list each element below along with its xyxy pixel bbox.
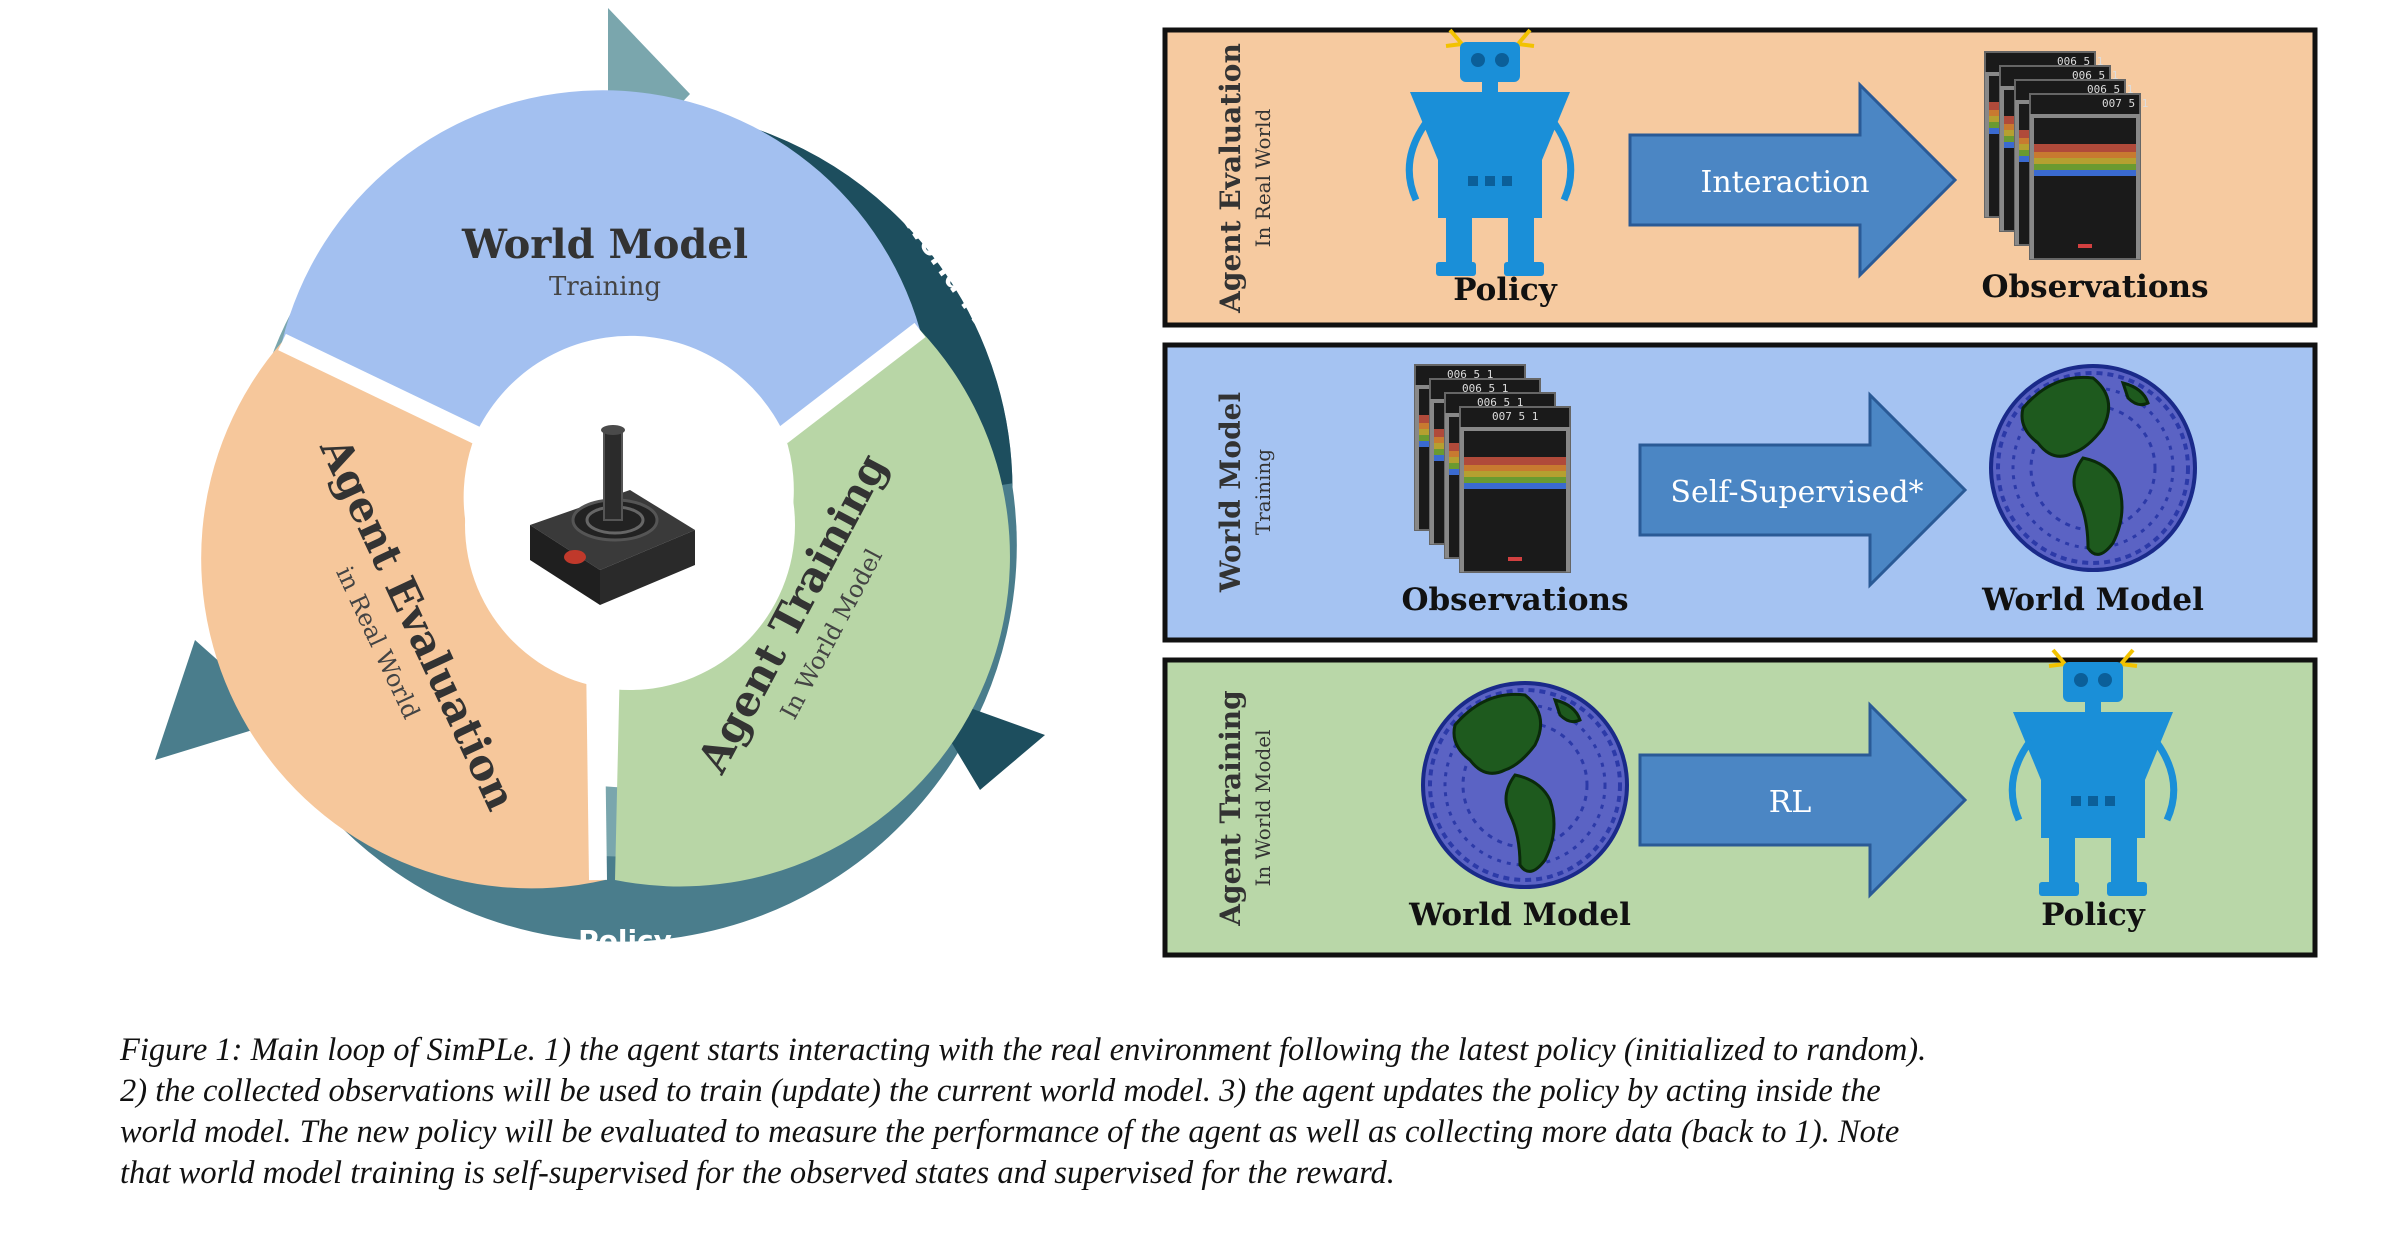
frame-score: 007 5 1 xyxy=(2102,97,2148,110)
panel-3-arrow-label: RL xyxy=(1769,785,1812,820)
game-frames-icon: 006 5 1 006 5 1 006 5 1 007 5 1 xyxy=(1984,51,2148,260)
segment-agent-evaluation xyxy=(201,342,605,889)
game-frames-icon: 006 5 1 006 5 1 006 5 1 007 5 1 xyxy=(1414,364,1571,573)
panel-1-side-title: Agent Evaluation xyxy=(1214,43,1247,314)
panel-1-right-label: Observations xyxy=(1981,269,2208,305)
rl-arrow xyxy=(1638,701,1968,899)
frame-score: 006 5 1 xyxy=(1462,382,1508,395)
interaction-arrow xyxy=(1628,81,1958,279)
panel-2-right-label: World Model xyxy=(1981,582,2204,618)
joystick-icon xyxy=(530,425,695,605)
panel-1-side-subtitle: In Real World xyxy=(1251,108,1275,247)
panel-3-left-label: World Model xyxy=(1408,897,1631,933)
frame-score: 006 5 1 xyxy=(1477,396,1523,409)
frame-score: 006 5 1 xyxy=(1447,368,1493,381)
panel-2-side-subtitle: Training xyxy=(1251,449,1275,535)
panel-3-side-title: Agent Training xyxy=(1214,690,1247,926)
panel-agent-training: Agent Training In World Model World Mode… xyxy=(1162,650,2318,958)
panel-3-right-label: Policy xyxy=(2041,897,2146,933)
frame-score: 007 5 1 xyxy=(1492,410,1538,423)
panel-1-left-label: Policy xyxy=(1453,272,1558,308)
simple-loop-figure: World Model Training Agent Evaluation in… xyxy=(155,8,2318,958)
frame-score: 006 5 1 xyxy=(2072,69,2118,82)
segment-agent-training xyxy=(615,330,1010,887)
globe-icon xyxy=(1421,681,1629,889)
caption-line: world model. The new policy will be eval… xyxy=(120,1114,1900,1150)
figure-caption: Figure 1: Main loop of SimPLe. 1) the ag… xyxy=(120,1030,2320,1194)
cycle-diagram: World Model Training Agent Evaluation in… xyxy=(155,8,1045,957)
self-supervised-arrow xyxy=(1638,391,1968,589)
panel-2-arrow-label: Self-Supervised* xyxy=(1670,475,1923,510)
frame-score: 006 5 1 xyxy=(2057,55,2103,68)
panel-3-side-subtitle: In World Model xyxy=(1251,729,1275,886)
caption-line: Figure 1: Main loop of SimPLe. 1) the ag… xyxy=(120,1032,1927,1068)
panel-world-model-training: World Model Training 006 5 1 006 5 1 006… xyxy=(1162,342,2318,643)
panel-2-side-title: World Model xyxy=(1214,392,1247,593)
panel-2-left-label: Observations xyxy=(1401,582,1628,618)
globe-icon xyxy=(1989,364,2197,572)
caption-line: 2) the collected observations will be us… xyxy=(120,1073,1881,1109)
ring-label-policy: Policy xyxy=(578,924,672,957)
segment-world-model-title: World Model xyxy=(461,221,748,268)
segment-world-model xyxy=(282,90,920,436)
caption-line: that world model training is self-superv… xyxy=(120,1155,1395,1191)
panel-1-arrow-label: Interaction xyxy=(1700,165,1869,200)
panel-agent-evaluation: Agent Evaluation In Real World Policy In… xyxy=(1162,30,2318,328)
frame-score: 006 5 1 xyxy=(2087,83,2133,96)
segment-world-model-subtitle: Training xyxy=(549,272,661,302)
